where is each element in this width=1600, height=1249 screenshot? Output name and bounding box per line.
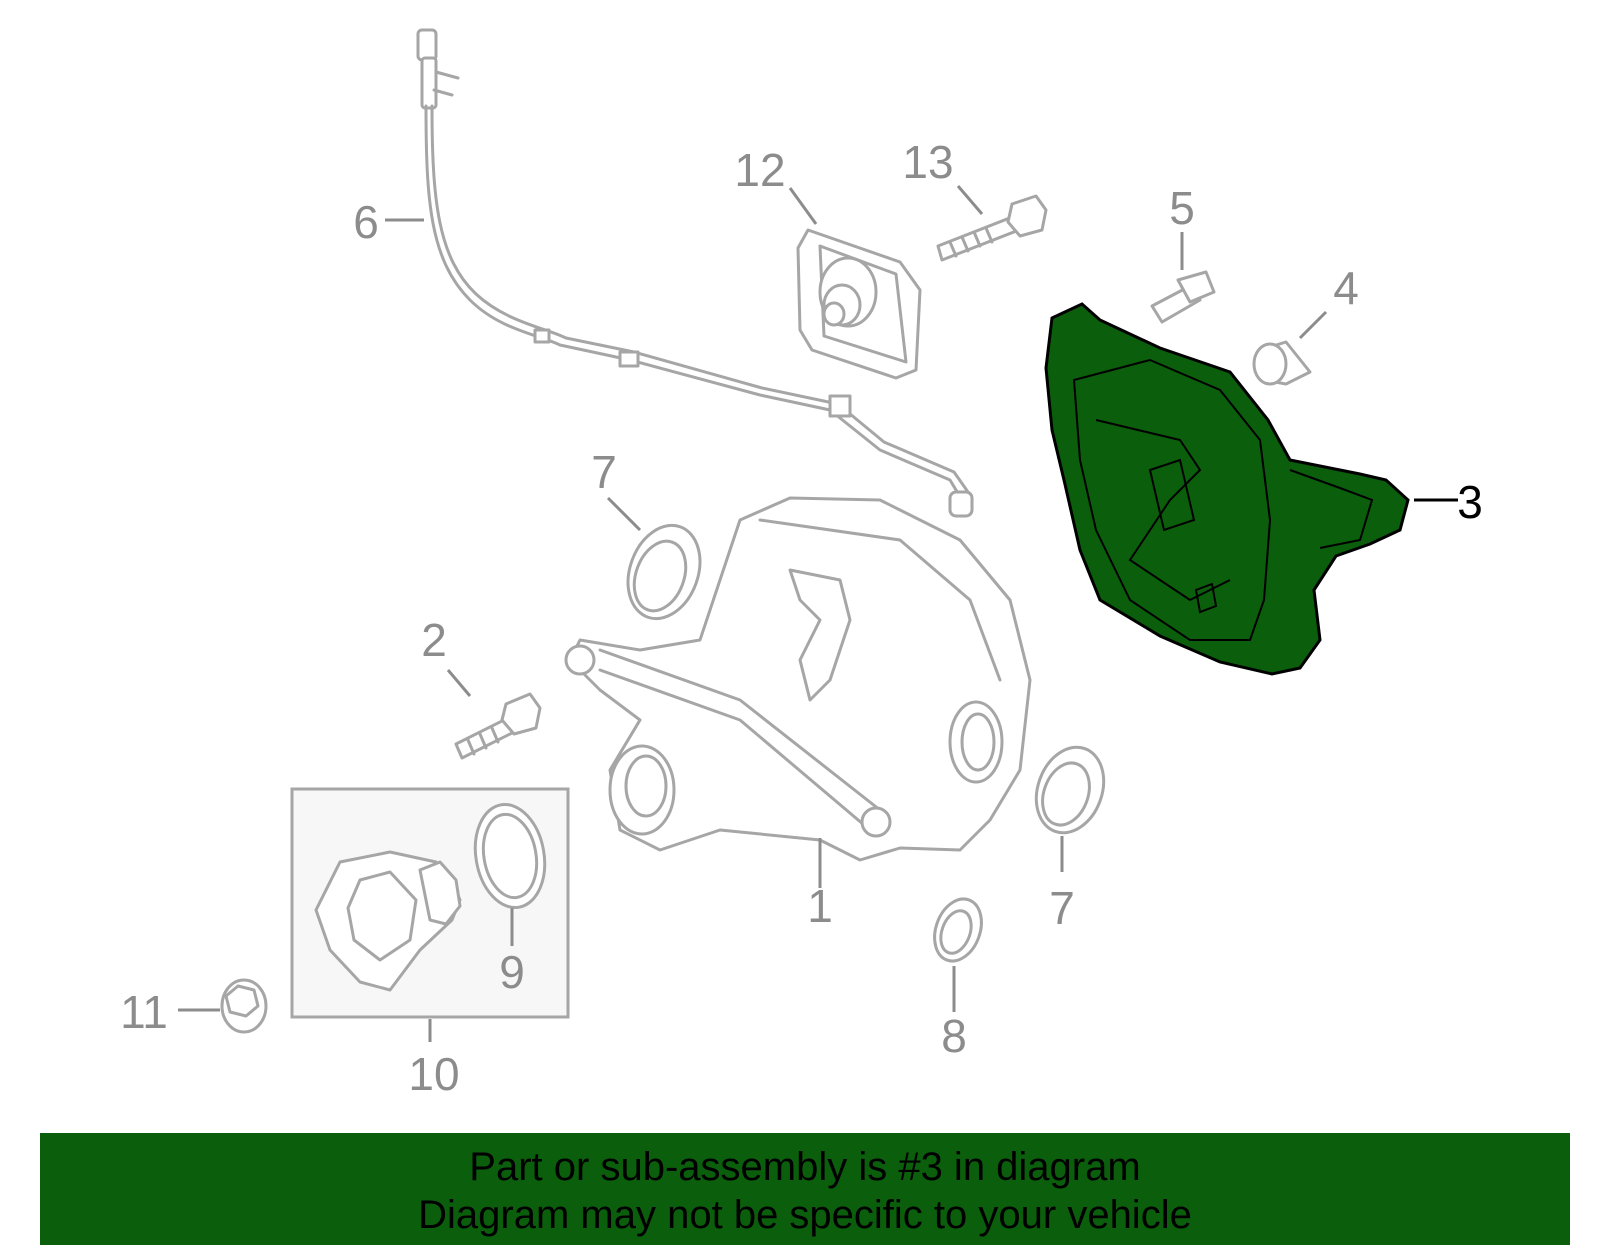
part-6-sensor-wire xyxy=(416,28,974,518)
callout-4: 4 xyxy=(1333,262,1359,314)
part-3-cover-highlighted xyxy=(1044,302,1410,676)
part-10-kit-box xyxy=(290,787,570,1019)
part-2-bolt xyxy=(454,692,542,760)
callout-11: 11 xyxy=(120,986,168,1038)
callout-2: 2 xyxy=(421,614,447,666)
callout-10: 10 xyxy=(408,1048,459,1100)
leader-lines xyxy=(178,185,1458,1042)
callout-6: 6 xyxy=(353,196,379,248)
banner-line-1: Part or sub-assembly is #3 in diagram xyxy=(469,1145,1141,1189)
callout-3: 3 xyxy=(1457,476,1483,528)
callout-9: 9 xyxy=(499,946,525,998)
callout-7-upper: 7 xyxy=(591,446,617,498)
part-4-bushing xyxy=(1252,340,1312,386)
banner-line-2: Diagram may not be specific to your vehi… xyxy=(418,1193,1192,1237)
callout-1: 1 xyxy=(807,880,833,932)
part-12-mount xyxy=(796,228,922,380)
callout-13: 13 xyxy=(902,136,953,188)
info-banner: Part or sub-assembly is #3 in diagram Di… xyxy=(40,1133,1570,1245)
callout-12: 12 xyxy=(734,144,785,196)
part-8-seal xyxy=(933,897,983,963)
callout-8: 8 xyxy=(941,1010,967,1062)
part-7-seal-upper xyxy=(626,523,702,621)
part-11-nut xyxy=(220,978,268,1034)
part-13-bolt xyxy=(936,194,1048,262)
callout-7-lower: 7 xyxy=(1049,882,1075,934)
part-7-seal-lower xyxy=(1034,745,1106,835)
callout-5: 5 xyxy=(1169,182,1195,234)
part-1-housing xyxy=(564,496,1032,862)
part-5-plug xyxy=(1150,270,1216,324)
